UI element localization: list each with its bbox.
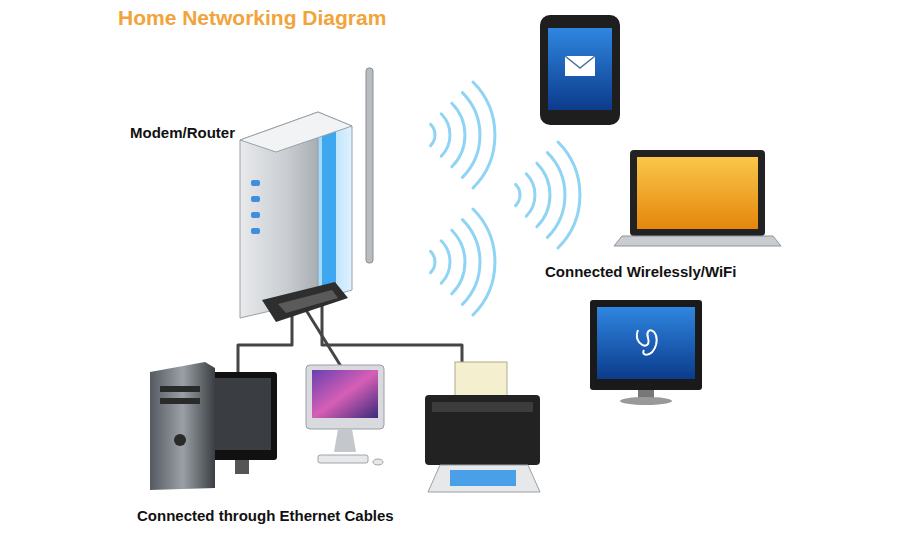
desktop-pc-icon [150,362,277,490]
wifi-waves [431,82,495,188]
wifi-waves [516,142,580,248]
wifi-waves [431,209,495,315]
tablet-icon [540,15,620,125]
laptop-icon [614,150,781,246]
tv-icon [590,300,702,405]
router-icon [240,68,373,322]
ethernet-label: Connected through Ethernet Cables [137,507,394,524]
imac-icon [306,365,384,465]
wireless-label: Connected Wirelessly/WiFi [545,263,736,280]
diagram-title: Home Networking Diagram [118,6,386,30]
printer-icon [425,362,540,492]
router-label: Modem/Router [130,124,235,141]
